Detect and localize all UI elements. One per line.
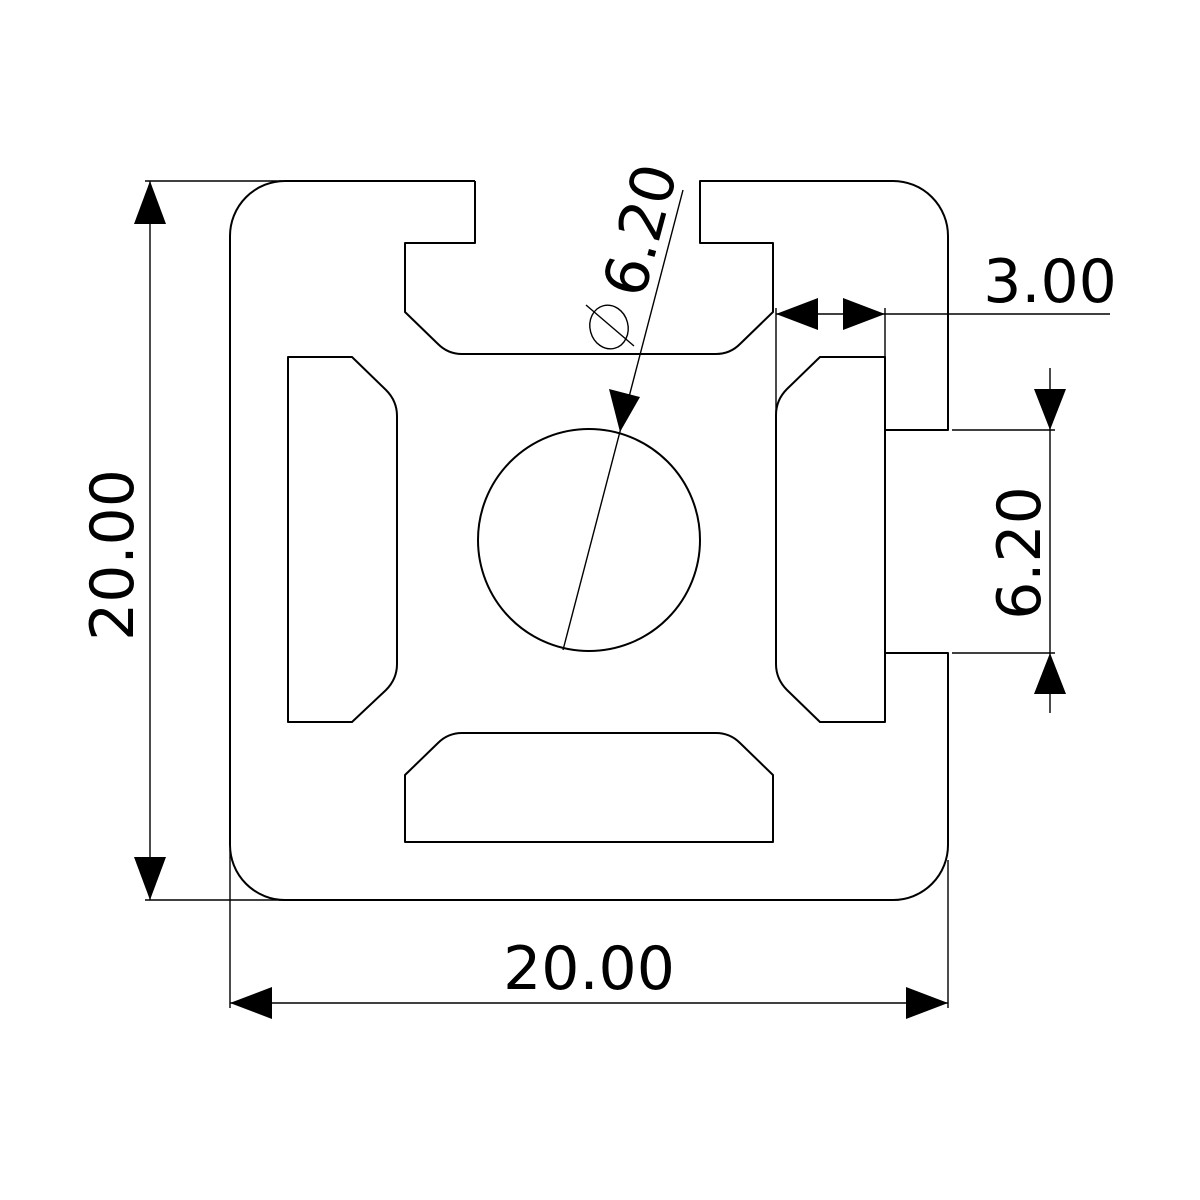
arrow-left-icon xyxy=(776,298,818,330)
width-dimension-label: 20.00 xyxy=(503,934,675,1004)
arrow-right-icon xyxy=(843,298,885,330)
arrow-down-icon xyxy=(134,857,166,900)
slot-opening-dimension: 6.20 xyxy=(952,368,1066,713)
slot-opening-dimension-label: 6.20 xyxy=(985,486,1055,620)
diameter-icon xyxy=(585,304,635,350)
bottom-pocket xyxy=(404,732,774,843)
left-pocket xyxy=(287,356,398,723)
arrow-up-icon xyxy=(134,181,166,224)
height-dimension-label: 20.00 xyxy=(78,469,148,641)
diameter-dimension: 6.20 xyxy=(562,157,692,651)
arrow-down-icon xyxy=(1034,389,1066,430)
profile-outline xyxy=(229,180,949,901)
diameter-dimension-label: 6.20 xyxy=(590,157,692,304)
arrow-left-icon xyxy=(230,987,272,1019)
right-slot-cavity xyxy=(775,356,886,723)
arrow-up-icon xyxy=(1034,653,1066,694)
arrow-right-icon xyxy=(906,987,948,1019)
lip-dimension: 3.00 xyxy=(775,247,1117,415)
lip-dimension-label: 3.00 xyxy=(983,247,1117,317)
width-dimension: 20.00 xyxy=(229,850,949,1019)
arrow-down-icon xyxy=(609,389,640,432)
height-dimension: 20.00 xyxy=(78,180,286,901)
center-bore xyxy=(477,428,701,652)
